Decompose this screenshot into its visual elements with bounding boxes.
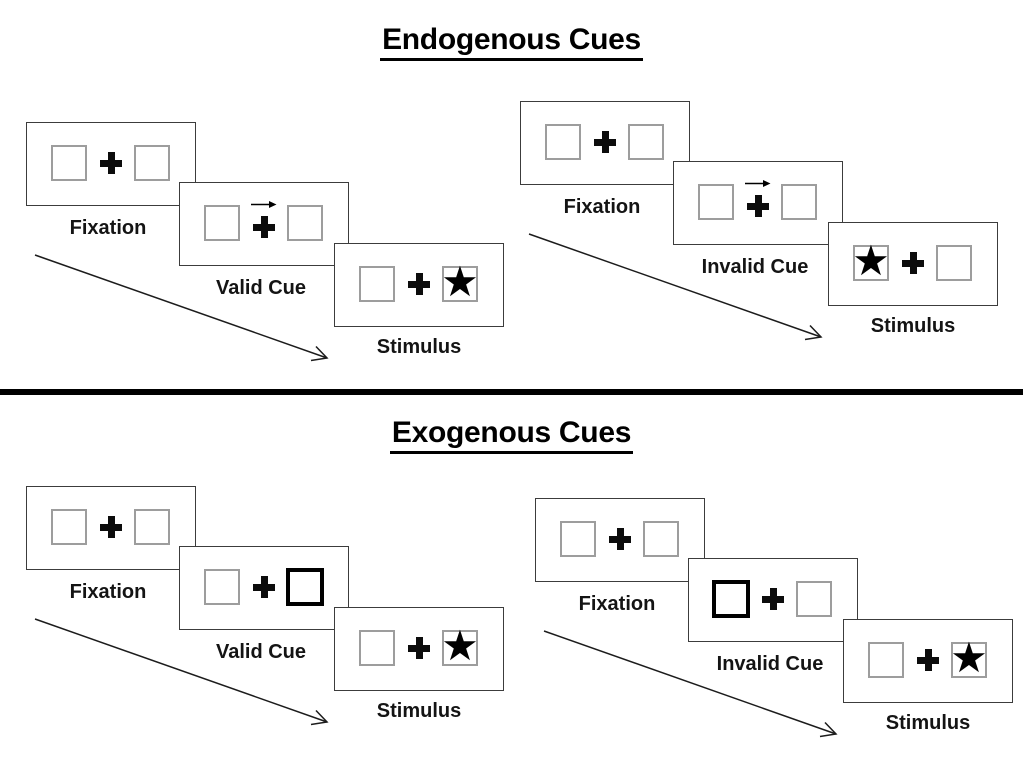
stimulus-panel: ★ [828, 222, 998, 306]
section-title-endogenous: Endogenous Cues [0, 23, 1023, 61]
left-placeholder-box [545, 124, 581, 160]
trial-endogenous-valid: Fixation Valid Cue ★ Stimulus [26, 122, 508, 382]
fixation-cross-icon [408, 273, 430, 295]
stimulus-star-icon: ★ [441, 622, 479, 669]
section-title-text: Exogenous Cues [389, 416, 634, 454]
trial-exogenous-invalid: Fixation Invalid Cue ★ Stimulus [535, 498, 1017, 758]
right-placeholder-box [134, 509, 170, 545]
stimulus-panel: ★ [334, 243, 504, 327]
fixation-cross-icon [100, 516, 122, 538]
time-flow-arrow [528, 233, 823, 341]
right-target-box: ★ [950, 634, 988, 681]
invalid-cue-panel [688, 558, 858, 642]
panel-label-valid-cue: Valid Cue [215, 277, 307, 299]
fixation-cross-icon [253, 576, 275, 598]
right-placeholder-box [796, 581, 832, 617]
section-title-text: Endogenous Cues [380, 23, 643, 61]
valid-cue-panel [179, 546, 349, 630]
right-arrow-cue-icon [251, 201, 277, 208]
panel-label-fixation: Fixation [578, 593, 656, 615]
panel-label-valid-cue: Valid Cue [215, 641, 307, 663]
panel-label-fixation: Fixation [69, 217, 147, 239]
fixation-cross-icon [762, 588, 784, 610]
stimulus-star-icon: ★ [441, 258, 479, 305]
fixation-cross-icon [917, 649, 939, 671]
time-flow-arrow [34, 618, 329, 726]
right-target-box: ★ [441, 622, 479, 669]
trial-endogenous-invalid: Fixation Invalid Cue ★ Stimulus [520, 101, 1002, 361]
section-title-exogenous: Exogenous Cues [0, 416, 1023, 454]
right-arrow-cue-icon [745, 180, 771, 187]
left-target-box: ★ [852, 237, 890, 284]
fixation-panel [520, 101, 690, 185]
fixation-cross-icon [609, 528, 631, 550]
valid-cue-panel [179, 182, 349, 266]
right-placeholder-box [643, 521, 679, 557]
fixation-cross-icon [253, 216, 275, 238]
right-placeholder-box [936, 245, 972, 281]
invalid-cue-panel [673, 161, 843, 245]
stimulus-panel: ★ [843, 619, 1013, 703]
right-placeholder-box [781, 184, 817, 220]
fixation-cross-icon [902, 252, 924, 274]
panel-label-invalid-cue: Invalid Cue [716, 653, 824, 675]
fixation-cross-icon [100, 152, 122, 174]
fixation-panel [26, 122, 196, 206]
panel-label-stimulus: Stimulus [885, 712, 971, 734]
trial-exogenous-valid: Fixation Valid Cue ★ Stimulus [26, 486, 508, 746]
stimulus-star-icon: ★ [852, 237, 890, 284]
panel-label-stimulus: Stimulus [870, 315, 956, 337]
left-placeholder-box [51, 145, 87, 181]
left-placeholder-box [359, 266, 395, 302]
stimulus-panel: ★ [334, 607, 504, 691]
left-placeholder-box [204, 569, 240, 605]
panel-label-stimulus: Stimulus [376, 700, 462, 722]
panel-label-fixation: Fixation [69, 581, 147, 603]
panel-label-fixation: Fixation [563, 196, 641, 218]
right-placeholder-box [287, 205, 323, 241]
highlighted-cue-box [712, 580, 750, 618]
left-placeholder-box [560, 521, 596, 557]
left-placeholder-box [204, 205, 240, 241]
fixation-panel [26, 486, 196, 570]
panel-label-stimulus: Stimulus [376, 336, 462, 358]
left-placeholder-box [868, 642, 904, 678]
stimulus-star-icon: ★ [950, 634, 988, 681]
highlighted-cue-box [286, 568, 324, 606]
right-target-box: ★ [441, 258, 479, 305]
section-divider [0, 389, 1023, 395]
fixation-panel [535, 498, 705, 582]
right-placeholder-box [134, 145, 170, 181]
fixation-cross-icon [594, 131, 616, 153]
time-flow-arrow [34, 254, 329, 362]
right-placeholder-box [628, 124, 664, 160]
time-flow-arrow [543, 630, 838, 738]
left-placeholder-box [51, 509, 87, 545]
panel-label-invalid-cue: Invalid Cue [701, 256, 809, 278]
fixation-cross-icon [408, 637, 430, 659]
left-placeholder-box [359, 630, 395, 666]
left-placeholder-box [698, 184, 734, 220]
fixation-cross-icon [747, 195, 769, 217]
